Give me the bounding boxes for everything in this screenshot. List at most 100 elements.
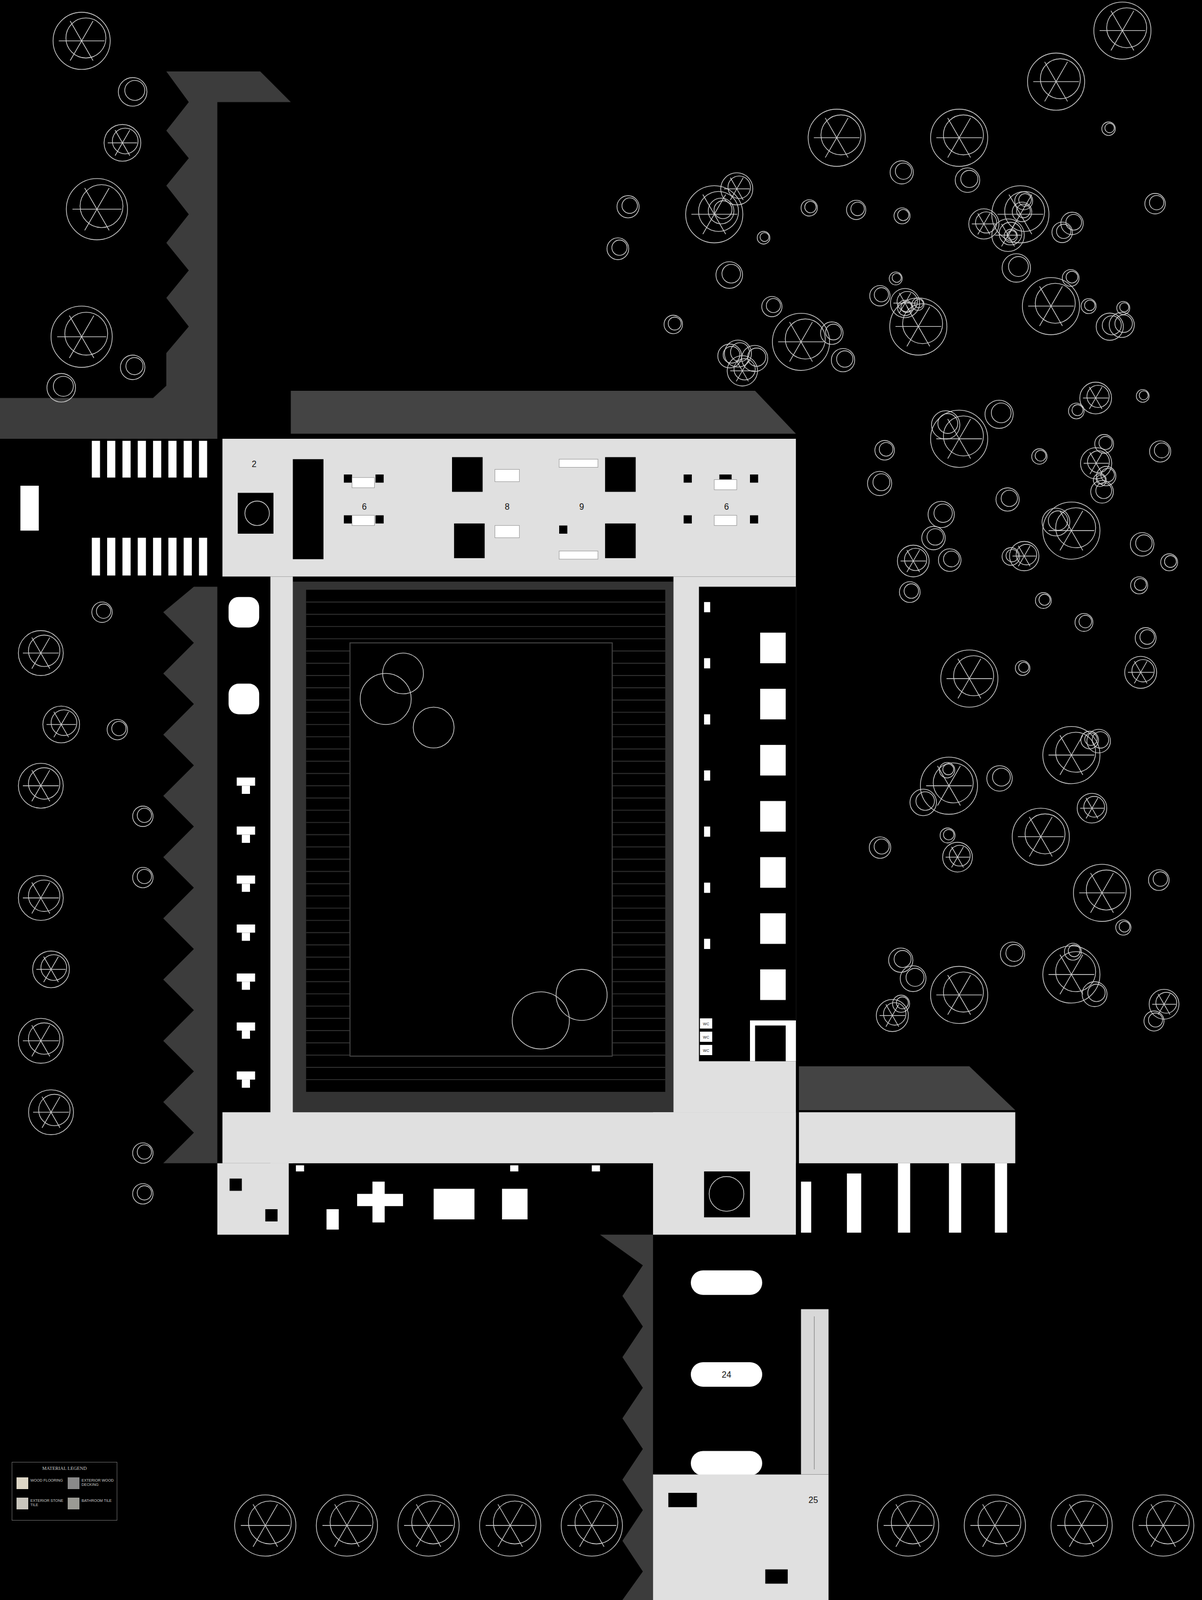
- tree-branch: [1095, 462, 1109, 464]
- tree-branch: [404, 1525, 429, 1526]
- crosswalk-stripe: [91, 440, 100, 478]
- legend-swatch: [67, 1497, 80, 1510]
- tree-branch: [969, 678, 981, 699]
- tree: [995, 487, 1020, 512]
- tree: [18, 875, 63, 921]
- tree-branch: [1083, 397, 1096, 399]
- tree: [889, 271, 902, 285]
- tree: [118, 77, 148, 107]
- tree: [1152, 871, 1168, 886]
- tree: [877, 1494, 939, 1556]
- tree: [714, 200, 733, 220]
- tree: [107, 719, 128, 740]
- tree-branch: [977, 223, 984, 235]
- tree-branch: [1071, 974, 1083, 995]
- tree-branch: [41, 637, 51, 653]
- crosswalk-stripe: [122, 440, 131, 478]
- tree-branch: [1127, 671, 1141, 673]
- tree-branch: [742, 370, 749, 382]
- tree: [611, 239, 628, 256]
- tree-branch: [81, 315, 94, 337]
- tree: [949, 844, 971, 866]
- tree-branch: [1060, 735, 1072, 755]
- tree: [1148, 869, 1170, 891]
- tree-branch: [69, 336, 82, 359]
- tree-branch: [1071, 530, 1095, 531]
- tree: [1065, 1500, 1108, 1544]
- tree-branch: [1041, 816, 1053, 837]
- tree-branch: [1095, 463, 1103, 474]
- tree: [1106, 7, 1147, 48]
- tree: [1040, 58, 1081, 99]
- tree-branch: [1164, 1004, 1171, 1015]
- tree: [730, 342, 749, 362]
- tree: [1135, 627, 1157, 649]
- tree-branch: [1138, 1525, 1164, 1526]
- tree: [1055, 507, 1096, 548]
- tree: [931, 410, 960, 439]
- tree: [512, 991, 570, 1049]
- tree-branch: [825, 117, 837, 138]
- tree-branch: [510, 1504, 523, 1526]
- tree: [888, 947, 914, 973]
- tree-branch: [1099, 30, 1123, 31]
- tree-branch: [1158, 1004, 1165, 1015]
- tree-branch: [58, 40, 82, 42]
- table: [236, 1022, 255, 1031]
- tree: [46, 373, 76, 402]
- tree-branch: [906, 550, 914, 562]
- tree: [132, 805, 153, 827]
- tree-branch: [41, 652, 51, 669]
- tree: [943, 971, 984, 1012]
- legend-swatch: [16, 1497, 29, 1510]
- tree-branch: [1048, 754, 1072, 756]
- tree: [937, 413, 958, 434]
- tree-branch: [736, 188, 750, 190]
- tree-branch: [51, 969, 59, 982]
- tree: [248, 1500, 292, 1544]
- tree-branch: [322, 1525, 348, 1526]
- tree: [1130, 576, 1148, 594]
- tree: [96, 603, 111, 619]
- tree-branch: [265, 1525, 290, 1526]
- tree: [1087, 983, 1106, 1002]
- tree-branch: [977, 213, 984, 224]
- tree-branch: [895, 326, 919, 327]
- tree: [804, 201, 817, 213]
- tree-branch: [1163, 1525, 1176, 1547]
- tree: [720, 172, 753, 205]
- tree-branch: [31, 785, 42, 802]
- deck-line: [305, 625, 666, 627]
- tree-branch: [983, 223, 997, 224]
- tree: [1048, 510, 1068, 530]
- tree: [112, 127, 139, 154]
- tree: [136, 1185, 152, 1200]
- bed: [760, 857, 786, 888]
- tree-branch: [691, 213, 715, 215]
- tree: [991, 185, 1050, 243]
- tree-branch: [948, 785, 961, 806]
- tree: [895, 163, 912, 180]
- tree: [1095, 312, 1124, 341]
- tree-branch: [70, 41, 82, 61]
- tree: [906, 967, 925, 987]
- tree: [111, 721, 127, 736]
- tree-branch: [53, 724, 62, 738]
- tree: [1073, 864, 1131, 922]
- tree-branch: [1060, 754, 1072, 775]
- tree-branch: [1041, 836, 1064, 837]
- tree: [1016, 204, 1031, 219]
- tree: [65, 312, 108, 356]
- tree-branch: [591, 1525, 617, 1526]
- crosswalk-stripe: [91, 537, 100, 576]
- tree: [904, 547, 927, 571]
- tree-branch: [997, 213, 1021, 215]
- tree-branch: [84, 208, 98, 231]
- room-tag: WC: [703, 1034, 710, 1039]
- tree: [874, 440, 895, 461]
- tree: [1071, 404, 1084, 416]
- tree: [1086, 869, 1127, 910]
- tree-branch: [1081, 1504, 1094, 1526]
- tree: [1056, 223, 1071, 239]
- tree-branch: [1029, 816, 1041, 837]
